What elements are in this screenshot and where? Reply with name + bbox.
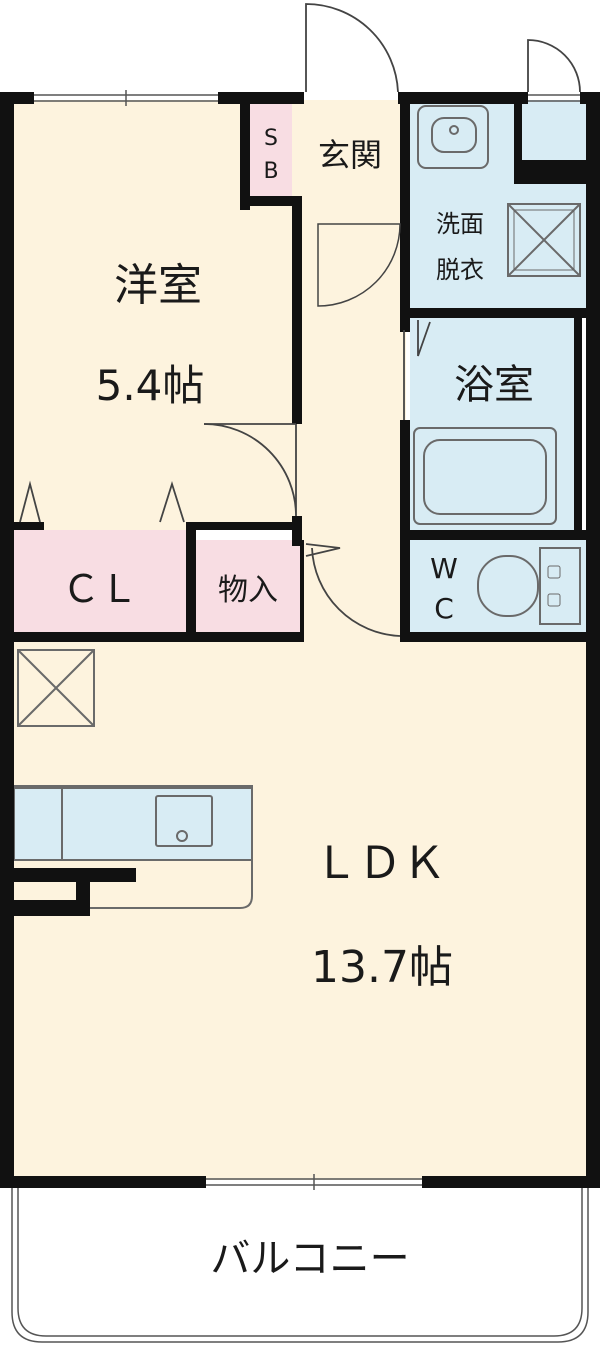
fixtures <box>13 105 581 909</box>
entrance-door-icon <box>305 3 399 93</box>
kitchen-counter-icon <box>13 785 253 909</box>
shoe-box-label-top: S <box>264 126 278 151</box>
ldk-door-icon <box>311 547 401 637</box>
storage-door-icon <box>305 543 341 557</box>
western-room-name: 洋室 <box>114 260 202 311</box>
western-room-size: 5.4帖 <box>96 361 205 410</box>
windows <box>34 90 580 1190</box>
hallway-door-icon <box>317 223 401 307</box>
balcony-rail <box>11 1188 589 1343</box>
ldk-size: 13.7帖 <box>311 942 453 993</box>
labels: 洋室 5.4帖 ＣＬ 物入 S B 玄関 洗面 脱衣 浴室 W C ＬＤＫ 13… <box>62 126 534 1282</box>
bath-label: 浴室 <box>454 362 534 408</box>
bath-floor <box>410 318 574 530</box>
ldk-floor <box>14 640 586 1180</box>
doors <box>19 3 581 637</box>
wc-label-top: W <box>430 552 458 585</box>
shoe-box-label-bottom: B <box>263 159 278 184</box>
toilet-icon <box>477 547 581 625</box>
washroom-label-top: 洗面 <box>436 210 484 238</box>
refrigerator-space-icon <box>17 649 95 727</box>
wc-floor <box>410 540 586 636</box>
washbasin-icon <box>417 105 489 169</box>
ldk-name: ＬＤＫ <box>314 838 446 889</box>
washing-machine-pan-icon <box>507 203 581 277</box>
closet-door-right-icon <box>159 481 185 523</box>
entrance-floor <box>300 100 406 200</box>
bathtub-icon <box>413 427 557 525</box>
utility-door-icon <box>527 39 581 93</box>
wc-label-bottom: C <box>434 592 454 625</box>
storage-label: 物入 <box>218 573 278 608</box>
western-room-door-icon <box>203 423 297 517</box>
walls <box>0 92 600 1188</box>
balcony-label: バルコニー <box>210 1236 409 1282</box>
entrance-label: 玄関 <box>318 136 382 174</box>
room-fills <box>12 100 588 1340</box>
closet-floor <box>14 530 186 640</box>
shoe-box-floor <box>250 104 292 196</box>
washroom-label-bottom: 脱衣 <box>436 256 484 284</box>
closet-door-left-icon <box>19 480 41 523</box>
storage-floor <box>196 540 300 640</box>
balcony-floor <box>12 1186 588 1340</box>
closet-label: ＣＬ <box>62 567 138 611</box>
